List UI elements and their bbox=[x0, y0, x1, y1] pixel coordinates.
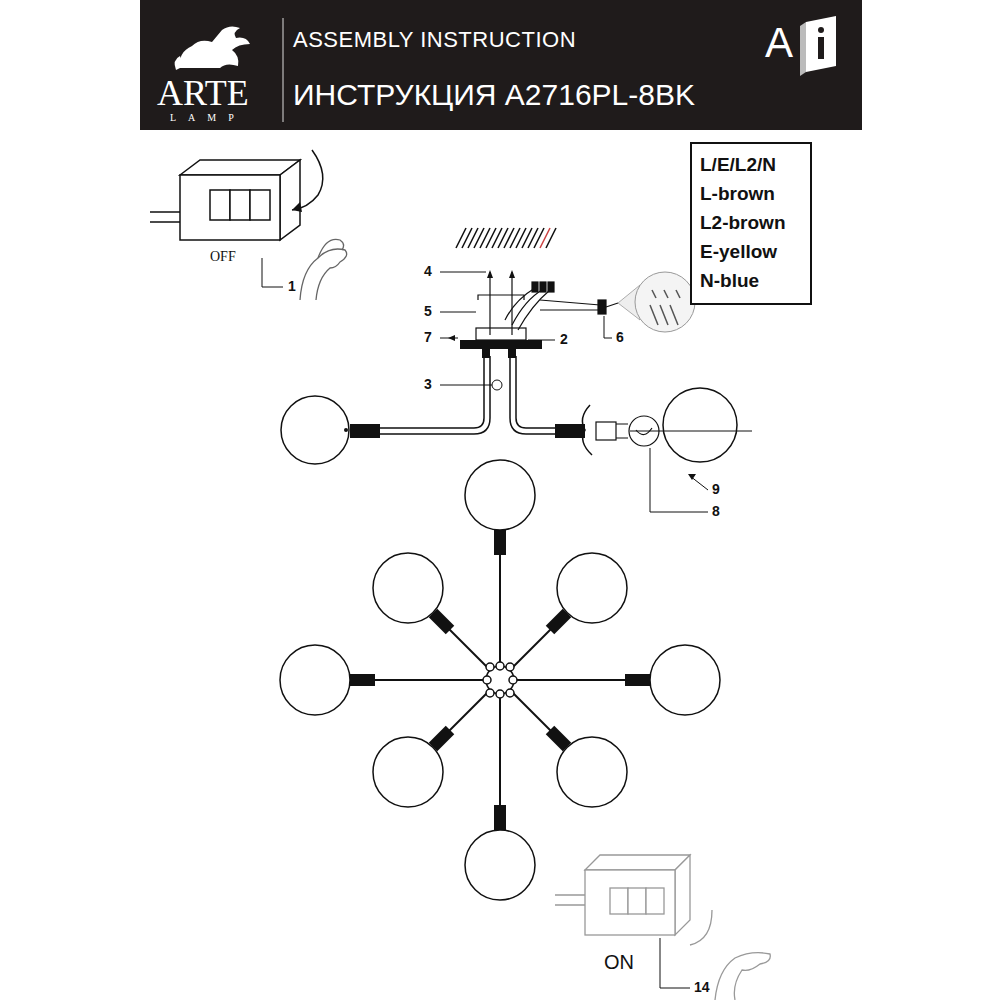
wire-magnifier bbox=[618, 272, 695, 332]
leader-lines bbox=[440, 272, 708, 988]
switch-state: OFF bbox=[210, 249, 236, 264]
canopy-plate bbox=[460, 340, 542, 349]
switch-state: ON bbox=[604, 951, 634, 973]
callout-number: 14 bbox=[694, 980, 710, 995]
callout-number: 9 bbox=[712, 482, 720, 497]
callout-number: 2 bbox=[560, 332, 568, 347]
wire-code: L/E/L2/N bbox=[700, 150, 802, 179]
doc-letter: A bbox=[765, 20, 793, 66]
callout-number: 1 bbox=[288, 279, 296, 294]
arrow-head bbox=[487, 270, 493, 278]
brand-sub: LAMP bbox=[170, 112, 246, 123]
turn-arrow bbox=[292, 150, 323, 210]
model-heading: ИНСТРУКЦИЯ A2716PL-8BK bbox=[293, 78, 695, 111]
dot bbox=[344, 428, 348, 432]
callout-number: 6 bbox=[616, 330, 624, 345]
arrow-head bbox=[688, 474, 696, 480]
logo-griffin bbox=[175, 26, 250, 70]
glass-globe bbox=[281, 396, 349, 464]
callout-number: 8 bbox=[712, 504, 720, 519]
star-hub bbox=[483, 662, 517, 698]
info-book-icon bbox=[800, 16, 836, 76]
socket bbox=[555, 424, 585, 438]
callout-number: 7 bbox=[424, 330, 432, 345]
arrow-head bbox=[292, 202, 302, 212]
callout-number: 3 bbox=[424, 377, 432, 392]
lamp-holder bbox=[596, 422, 616, 440]
arrow-head bbox=[509, 270, 515, 278]
socket bbox=[350, 424, 380, 438]
mounting-bracket bbox=[476, 272, 618, 340]
rod-nut bbox=[508, 346, 516, 358]
star-globes bbox=[280, 460, 720, 900]
axis-line bbox=[630, 431, 752, 432]
glass-collar bbox=[582, 405, 592, 455]
leader-line bbox=[262, 258, 283, 287]
rod-nut bbox=[482, 346, 490, 358]
ceiling-hatch bbox=[456, 228, 556, 248]
wire-code: L2-brown bbox=[700, 208, 802, 237]
hand bbox=[300, 239, 347, 300]
header-divider bbox=[283, 18, 284, 122]
wire-code: L-brown bbox=[700, 179, 802, 208]
turn-arrow bbox=[690, 910, 712, 945]
callout-number: 4 bbox=[424, 264, 432, 279]
callout-number: 5 bbox=[424, 304, 432, 319]
wire-code: N-blue bbox=[700, 266, 802, 295]
hand bbox=[715, 953, 770, 1000]
wire-legend-box: L/E/L2/NL-brownL2-brownE-yellowN-blue bbox=[690, 142, 812, 305]
wire-code: E-yellow bbox=[700, 237, 802, 266]
star-sockets bbox=[350, 530, 650, 830]
header-band bbox=[140, 0, 862, 130]
glass-globe bbox=[663, 388, 737, 462]
screw bbox=[492, 380, 502, 390]
switch-box-on bbox=[555, 855, 690, 935]
brand-name: ARTE bbox=[157, 74, 249, 114]
switch-box-off bbox=[150, 160, 300, 240]
header-title: ASSEMBLY INSTRUCTION bbox=[293, 28, 576, 52]
arrow-head bbox=[448, 335, 455, 341]
side-arms bbox=[380, 356, 555, 434]
